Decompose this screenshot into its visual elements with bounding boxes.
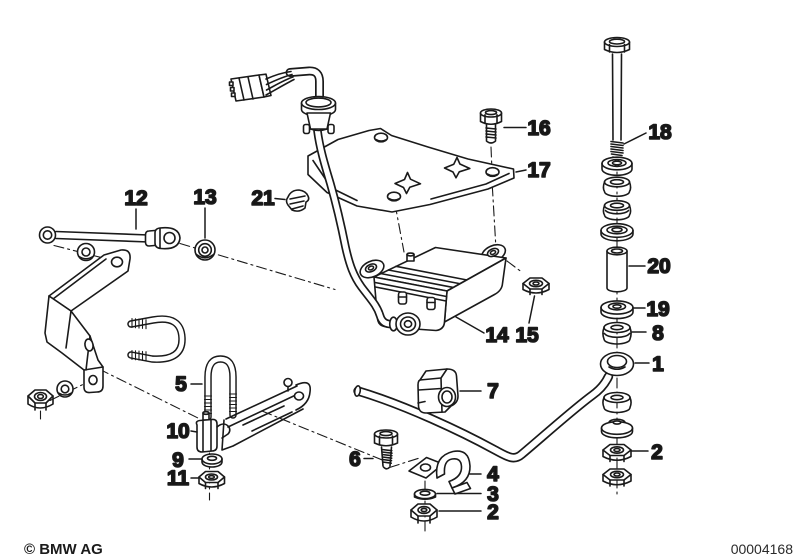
part-drawing-nut-2-center [410,503,438,524]
callout-label[interactable]: 11 [166,466,190,491]
callout-7[interactable]: 7 [459,379,500,404]
part-drawing-clamp-10 [195,410,231,453]
part-drawing-washer-9 [201,453,223,468]
callout-label[interactable]: 12 [124,186,149,211]
callout-label[interactable]: 18 [648,120,673,145]
callout-label[interactable]: 4 [486,462,500,487]
callout-label[interactable]: 17 [527,158,552,183]
part-drawing-clamp-4 [408,450,472,495]
callout-6[interactable]: 6 [348,447,374,472]
callout-label[interactable]: 10 [166,419,191,444]
part-drawing-stabilizer-link-bar [353,371,614,463]
part-drawing-holder-bracket [44,249,131,394]
callout-2-center[interactable]: 2 [438,500,500,525]
callout-label[interactable]: 19 [646,297,671,322]
part-drawing-nut-left [27,389,54,411]
part-drawing-bolt-6 [373,429,399,470]
callout-3[interactable]: 3 [436,482,500,507]
callout-17[interactable]: 17 [515,158,552,183]
part-drawing-rubber-mount-7 [417,368,459,414]
callout-label[interactable]: 9 [171,448,184,473]
part-drawing-u-bolt-left [127,315,186,363]
image-number: 00004168 [731,541,794,557]
callout-20[interactable]: 20 [628,254,672,279]
part-drawing-u-bolt-5 [203,355,238,421]
callouts: 1 2 2 3 4 5 6 7 8 9 10 11 12 13 14 15 16… [124,116,673,525]
callout-18[interactable]: 18 [623,120,673,145]
part-drawing-washer-small [76,242,96,262]
part-drawing-link-rod-12 [38,226,181,250]
cable-boot [388,312,421,336]
callout-13[interactable]: 13 [193,185,218,239]
callout-9[interactable]: 9 [171,448,202,473]
part-drawing-washer-3 [413,488,437,501]
part-drawing-nut-bottom-right [602,468,632,487]
callout-label[interactable]: 15 [515,323,540,348]
callout-21[interactable]: 21 [251,186,286,211]
callout-14[interactable]: 14 [455,316,510,348]
part-drawing-nut-15 [522,277,550,296]
part-drawing-clip-21 [285,189,310,212]
callout-8[interactable]: 8 [631,321,665,346]
callout-label[interactable]: 6 [348,447,361,472]
callout-11[interactable]: 11 [166,466,200,491]
part-drawing-upper-bushings [600,156,634,242]
part-drawing-link-eye-1 [599,351,635,377]
callout-label[interactable]: 13 [193,185,218,210]
callout-label[interactable]: 2 [650,440,663,465]
callout-label[interactable]: 5 [174,372,188,397]
callout-5[interactable]: 5 [174,372,203,397]
part-drawing-washer-19 [600,300,634,320]
part-drawing-cable-harness [228,66,421,336]
part-drawing-plate-17 [307,127,515,213]
part-drawing-spacer-20 [606,246,628,293]
part-drawing-support-arm [221,377,312,451]
callout-1[interactable]: 1 [634,352,665,377]
part-drawing-nut-11 [198,470,226,490]
callout-label[interactable]: 16 [527,116,552,141]
callout-label[interactable]: 2 [486,500,499,525]
callout-15[interactable]: 15 [515,295,540,348]
part-drawing-washer-13 [194,239,216,261]
callout-label[interactable]: 1 [651,352,665,377]
copyright-text: © BMW AG [24,541,103,558]
part-drawing-lower-bushings [600,391,634,439]
callout-12[interactable]: 12 [124,186,149,230]
grommet [300,95,337,135]
part-drawing-nut-2-right [602,443,632,463]
callout-4[interactable]: 4 [469,462,500,487]
callout-label[interactable]: 3 [486,482,499,507]
part-drawing-bolt-18 [603,36,631,160]
callout-label[interactable]: 8 [651,321,665,346]
callout-label[interactable]: 7 [486,379,499,404]
callout-2-right[interactable]: 2 [630,440,664,465]
callout-label[interactable]: 20 [647,254,672,279]
callout-16[interactable]: 16 [503,116,552,141]
callout-label[interactable]: 21 [251,186,276,211]
callout-10[interactable]: 10 [166,419,198,444]
callout-19[interactable]: 19 [633,297,671,322]
part-drawing-actuator-14 [359,243,507,332]
part-drawing-bolt-16 [479,108,503,144]
connector-plug [228,70,295,102]
part-drawing-washer-left [56,380,74,398]
part-drawing-bushing-8 [602,321,632,345]
callout-label[interactable]: 14 [485,323,510,348]
